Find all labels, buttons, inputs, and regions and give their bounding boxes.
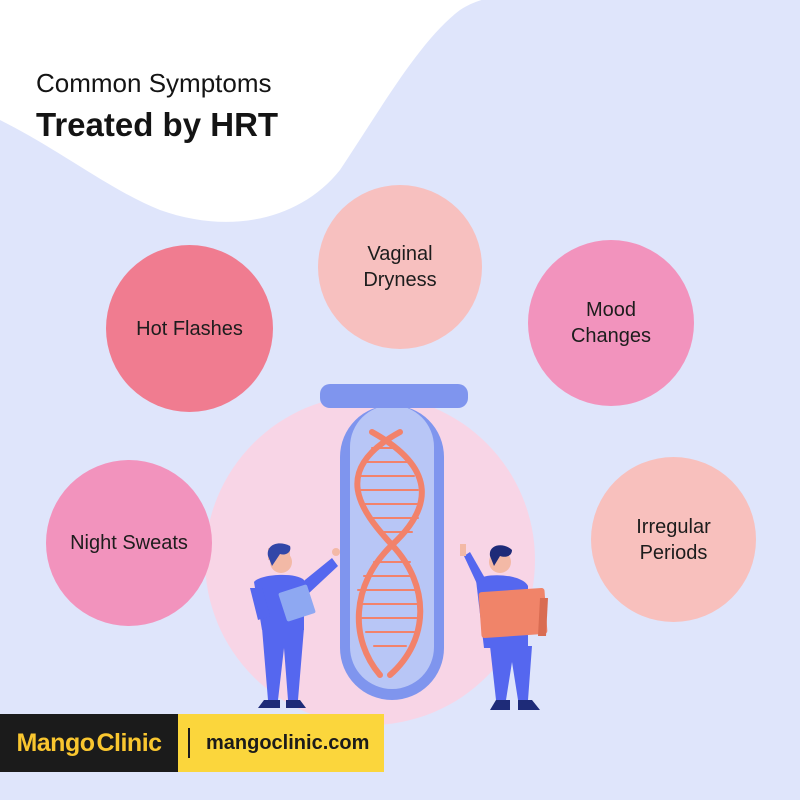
brand-name-part2: Clinic <box>96 728 162 757</box>
divider <box>188 728 190 758</box>
title-line-2: Treated by HRT <box>36 106 279 143</box>
footer-banner: Mango Clinic mangoclinic.com <box>0 714 384 772</box>
scientist-with-folder-icon <box>460 544 548 710</box>
symptom-irregular-periods: Irregular Periods <box>591 457 756 622</box>
symptom-label: Vaginal <box>367 243 433 265</box>
brand-name-part1: Mango <box>16 728 95 757</box>
symptom-label: Night Sweats <box>70 532 188 554</box>
website-url: mangoclinic.com <box>206 731 370 754</box>
symptom-hot-flashes: Hot Flashes <box>106 245 273 412</box>
page-title: Common Symptoms Treated by HRT <box>36 66 278 146</box>
symptom-label: Changes <box>570 325 652 347</box>
symptom-label: Hot Flashes <box>136 317 243 340</box>
symptom-label: Dryness <box>363 269 437 291</box>
symptom-label: Irregular <box>636 515 711 538</box>
brand-logo: Mango Clinic <box>0 714 178 772</box>
symptom-mood-changes: Mood Changes <box>528 240 694 406</box>
scientist-with-clipboard-icon <box>250 543 340 708</box>
title-line-1: Common Symptoms <box>36 68 272 98</box>
symptom-vaginal-dryness: Vaginal Dryness <box>318 185 482 349</box>
website-box: mangoclinic.com <box>178 714 384 772</box>
dna-helix-icon <box>354 429 425 678</box>
symptom-label: Mood <box>585 299 637 321</box>
symptom-night-sweats: Night Sweats <box>46 460 212 626</box>
symptom-label: Periods <box>639 541 708 564</box>
